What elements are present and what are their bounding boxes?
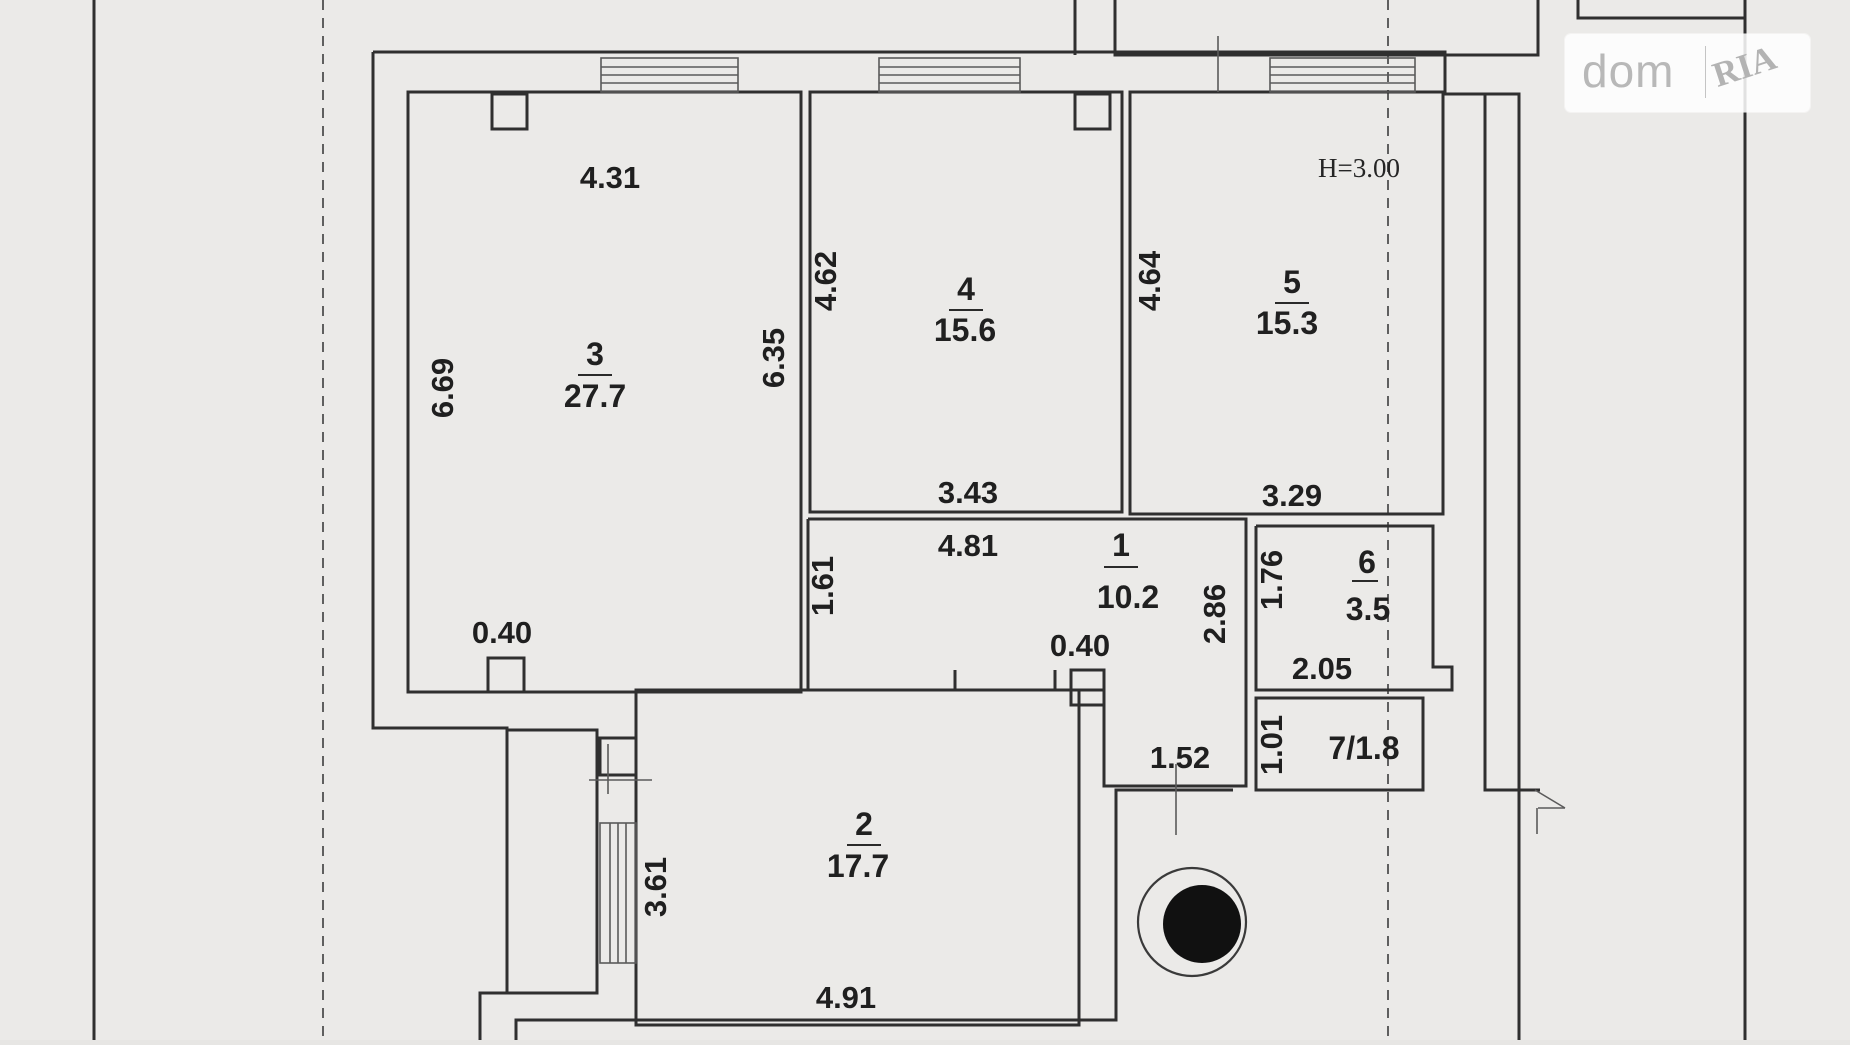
ceiling-height: H=3.00 xyxy=(1318,153,1400,183)
room-7-label: 7/1.8 xyxy=(1328,730,1399,766)
dimension-room3-left: 6.69 xyxy=(425,358,460,418)
dimension-room6-bottom: 2.05 xyxy=(1292,651,1352,686)
dimension-room1-bottom: 0.40 xyxy=(1050,628,1110,663)
bottom-neighbor-wall xyxy=(514,788,1233,1040)
top-neighbor-wall-3 xyxy=(1576,0,1745,20)
room-3-column-bottom xyxy=(486,656,526,694)
watermark-divider xyxy=(1705,46,1706,98)
room-2-column-top xyxy=(598,736,638,777)
dimension-room3-top: 4.31 xyxy=(580,160,640,195)
dimension-room1-left: 1.61 xyxy=(805,556,840,616)
dimension-room4-left: 4.62 xyxy=(808,251,843,311)
watermark-ria-text: RIA xyxy=(1707,37,1782,95)
dimension-room5-left: 4.64 xyxy=(1132,250,1167,311)
room-4-column xyxy=(1073,92,1112,131)
dimension-room3-bottom: 0.40 xyxy=(472,615,532,650)
watermark: dom RIA xyxy=(1565,34,1810,112)
room-4-area: 15.6 xyxy=(934,312,996,348)
room-1-column xyxy=(1069,668,1106,707)
right-outer-step xyxy=(1483,94,1540,792)
room-5-area: 15.3 xyxy=(1256,305,1318,341)
room-1-number: 1 xyxy=(1112,527,1130,563)
room-3-number: 3 xyxy=(586,336,604,372)
room-7-outline xyxy=(1254,696,1425,792)
room-2-number: 2 xyxy=(855,806,873,842)
dimension-room5-bottom: 3.29 xyxy=(1262,478,1322,513)
dimension-room6-left: 1.76 xyxy=(1254,550,1289,610)
dimension-room1-top: 4.81 xyxy=(938,528,998,563)
outer-wall-top-right xyxy=(373,50,1521,1040)
dimension-room2-bottom: 4.91 xyxy=(816,980,876,1015)
room-1-area: 10.2 xyxy=(1097,579,1159,615)
dimension-room1-right: 2.86 xyxy=(1197,584,1232,644)
room-6-area: 3.5 xyxy=(1346,591,1390,627)
watermark-dom-text: dom xyxy=(1582,45,1675,97)
dimension-room7-left: 1.01 xyxy=(1254,715,1289,775)
balcony-left xyxy=(505,728,599,995)
dimension-room2-left: 3.61 xyxy=(638,857,673,917)
room-6-outline xyxy=(1254,524,1454,692)
room-3-column-top xyxy=(490,92,529,131)
room-5-number: 5 xyxy=(1283,264,1301,300)
stamp-blot xyxy=(1163,885,1241,963)
room-3-area: 27.7 xyxy=(564,378,626,414)
top-neighbor-wall-2 xyxy=(1113,0,1540,57)
stamp-circle xyxy=(1136,866,1248,978)
dimension-room4-bottom: 3.43 xyxy=(938,475,998,510)
dimension-room3-right: 6.35 xyxy=(756,328,791,388)
bottom-tick-2 xyxy=(1534,789,1566,809)
room-4-number: 4 xyxy=(957,271,975,307)
room-6-number: 6 xyxy=(1358,544,1376,580)
dimension-room1-lower: 1.52 xyxy=(1150,740,1210,775)
room-2-area: 17.7 xyxy=(827,848,889,884)
